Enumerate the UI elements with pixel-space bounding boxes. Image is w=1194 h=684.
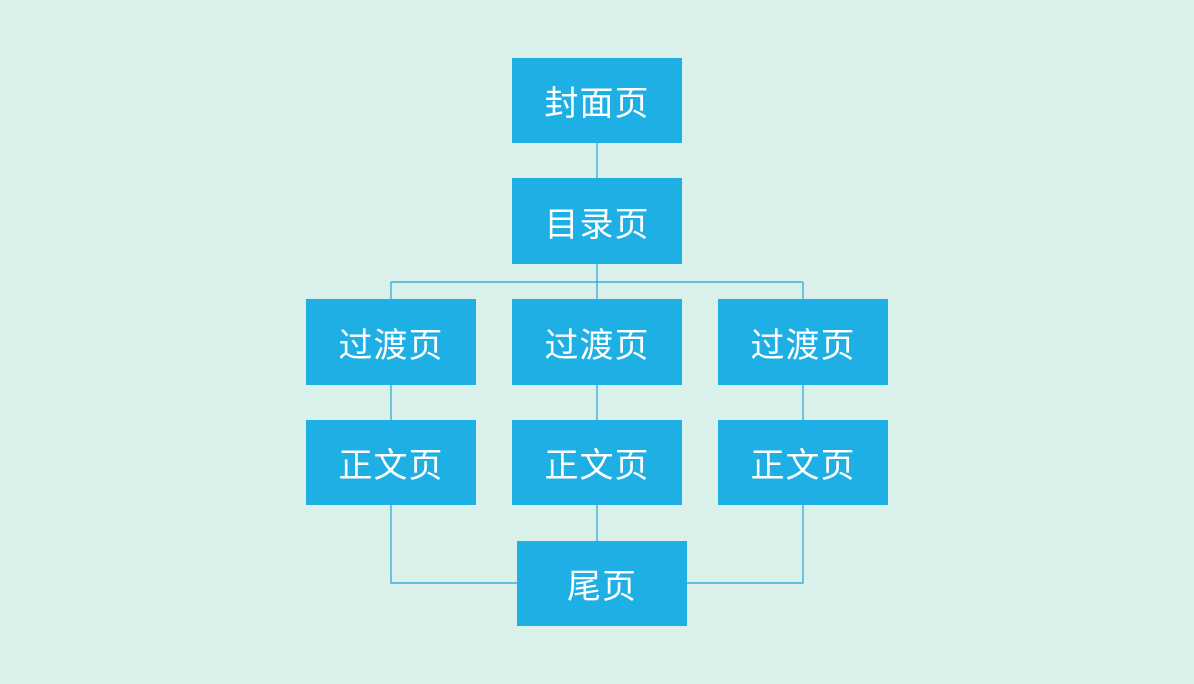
node-transition-page-1[interactable]: 过渡页 xyxy=(306,299,476,385)
node-body-page-1-label: 正文页 xyxy=(338,446,444,486)
edge-body-3-end xyxy=(687,505,804,584)
node-body-page-1[interactable]: 正文页 xyxy=(306,420,476,505)
node-cover-page-label: 封面页 xyxy=(544,84,650,124)
node-transition-page-1-label: 过渡页 xyxy=(338,325,444,366)
node-transition-page-3[interactable]: 过渡页 xyxy=(718,299,888,385)
node-toc-page[interactable]: 目录页 xyxy=(512,178,682,264)
node-cover-page[interactable]: 封面页 xyxy=(512,58,682,143)
node-body-page-3-label: 正文页 xyxy=(750,446,856,486)
node-toc-page-label: 目录页 xyxy=(544,204,650,245)
node-transition-page-2-label: 过渡页 xyxy=(544,325,650,366)
node-body-page-3[interactable]: 正文页 xyxy=(718,420,888,505)
node-body-page-2-label: 正文页 xyxy=(544,446,650,486)
node-end-page-label: 尾页 xyxy=(567,567,637,607)
node-body-page-2[interactable]: 正文页 xyxy=(512,420,682,505)
node-transition-page-2[interactable]: 过渡页 xyxy=(512,299,682,385)
node-end-page[interactable]: 尾页 xyxy=(517,541,687,626)
node-transition-page-3-label: 过渡页 xyxy=(750,325,856,366)
edge-body-1-end xyxy=(390,505,517,584)
